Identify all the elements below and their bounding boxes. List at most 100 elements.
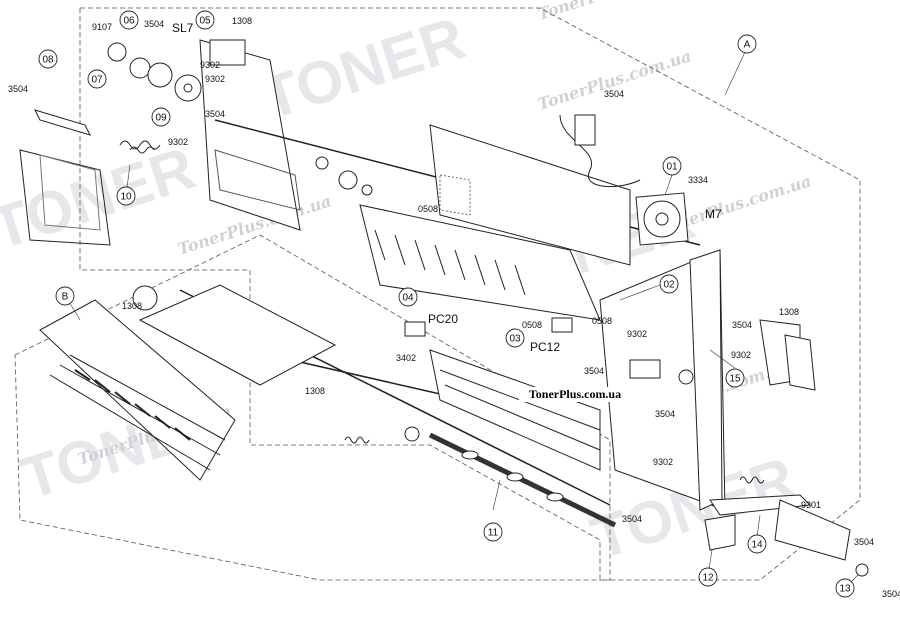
- part-label-9302: 9302: [205, 74, 225, 84]
- fan-m7-hub: [655, 212, 669, 226]
- callout-circle: [505, 328, 525, 348]
- gear-lower: [404, 426, 420, 442]
- assembly-b-rails: [49, 354, 226, 471]
- callout-number: 03: [509, 334, 521, 345]
- callout-02: 02: [659, 274, 679, 294]
- part-label-1308: 1308: [305, 386, 325, 396]
- leader-02: [619, 284, 661, 301]
- sensor-window: [439, 174, 471, 216]
- callout-circle: [737, 34, 757, 54]
- group-a-outline: [79, 7, 861, 581]
- solenoid-sl7: [209, 39, 246, 66]
- part-label-9107: 9107: [92, 22, 112, 32]
- callout-number: 11: [488, 528, 499, 539]
- gear-13: [855, 563, 869, 577]
- watermark-brand: TONER: [0, 134, 203, 262]
- callout-circle: [87, 69, 107, 89]
- drive-frame-plate: [214, 149, 301, 211]
- callout-04: 04: [398, 287, 418, 307]
- gear-mid-3: [361, 184, 373, 196]
- left-frame-inner: [39, 154, 101, 231]
- callout-circle: [659, 274, 679, 294]
- watermark-banner: TonerPlus.com.ua: [519, 387, 631, 402]
- callout-number: 09: [155, 113, 167, 124]
- right-bracket: [774, 499, 851, 561]
- spring-lower: [344, 436, 370, 444]
- gear-05: [147, 62, 173, 88]
- part-label-3504: 3504: [144, 19, 164, 29]
- callout-circle: [698, 567, 718, 587]
- callout-circle: [195, 10, 215, 30]
- callout-circle: [483, 522, 503, 542]
- callout-07: 07: [87, 69, 107, 89]
- gear-09-hub: [183, 83, 193, 93]
- part-label-9302: 9302: [627, 329, 647, 339]
- callout-circle: [835, 578, 855, 598]
- bushing-ring: [678, 369, 694, 385]
- part-label-sl7: SL7: [172, 21, 194, 35]
- callout-number: 12: [702, 573, 714, 584]
- part-label-3504: 3504: [584, 366, 604, 376]
- left-frame-part: [19, 149, 111, 246]
- part-label-3504: 3504: [622, 514, 642, 524]
- leader-11: [492, 479, 501, 511]
- callout-circle: [38, 49, 58, 69]
- part-label-0508: 0508: [418, 204, 438, 214]
- callout-circle: [55, 286, 75, 306]
- left-shaft-part: [34, 109, 91, 136]
- sensor-pc12: [551, 317, 573, 333]
- callout-number: 05: [199, 16, 211, 27]
- part-label-3504: 3504: [205, 109, 225, 119]
- callout-circle: [398, 287, 418, 307]
- gear-left-b: [132, 285, 158, 311]
- roller-11-seg-b: [506, 472, 524, 482]
- part-label-m7: M7: [705, 207, 722, 221]
- roller-11-seg-c: [546, 492, 564, 502]
- gear-06: [129, 57, 151, 79]
- guide-ribs: [374, 229, 526, 296]
- part-label-0508: 0508: [522, 320, 542, 330]
- callout-circle: [747, 534, 767, 554]
- callout-06: 06: [119, 10, 139, 30]
- part-label-3402: 3402: [396, 353, 416, 363]
- callout-14: 14: [747, 534, 767, 554]
- callout-number: B: [62, 292, 69, 303]
- assembly-b: [39, 299, 236, 481]
- roller-11: [428, 432, 617, 528]
- callout-number: 02: [663, 280, 675, 291]
- part-label-1308: 1308: [122, 301, 142, 311]
- leader-a: [724, 51, 746, 96]
- callout-circle: [662, 156, 682, 176]
- part-label-pc20: PC20: [428, 312, 458, 326]
- part-label-3504: 3504: [882, 589, 900, 599]
- part-12: [704, 514, 736, 551]
- far-right-bracket: [784, 334, 816, 391]
- part-label-3504: 3504: [604, 89, 624, 99]
- callout-13: 13: [835, 578, 855, 598]
- part-label-9302: 9302: [731, 350, 751, 360]
- callout-11: 11: [483, 522, 503, 542]
- transfer-guide: [429, 349, 601, 471]
- leader-14: [756, 514, 761, 538]
- callout-05: 05: [195, 10, 215, 30]
- callout-03: 03: [505, 328, 525, 348]
- group-b-outline: [14, 234, 611, 581]
- drive-frame: [199, 39, 301, 231]
- leader-15: [709, 349, 736, 369]
- callout-a: A: [737, 34, 757, 54]
- callout-10: 10: [116, 186, 136, 206]
- callout-circle: [119, 10, 139, 30]
- part-label-0508: 0508: [592, 316, 612, 326]
- part-label-9302: 9302: [168, 137, 188, 147]
- roller-11-seg-a: [461, 450, 479, 460]
- watermark-url: TonerPlus.com.ua: [535, 46, 693, 114]
- callout-number: 07: [91, 75, 103, 86]
- callout-number: 15: [729, 374, 741, 385]
- callout-01: 01: [662, 156, 682, 176]
- callout-number: 06: [123, 16, 135, 27]
- part-label-3334: 3334: [688, 175, 708, 185]
- part-label-3504: 3504: [732, 320, 752, 330]
- callout-circle: [725, 368, 745, 388]
- gear-mid-1: [315, 156, 329, 170]
